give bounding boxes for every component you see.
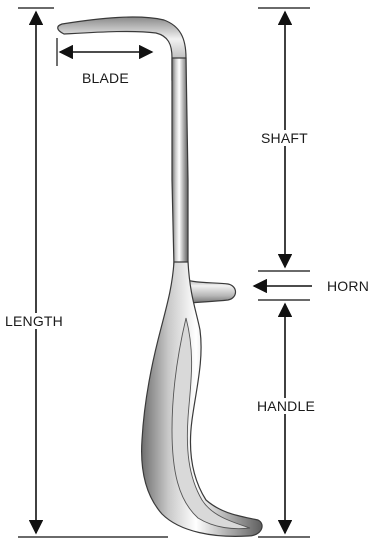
shaft-label: SHAFT: [259, 130, 310, 146]
handle-groove: [172, 318, 250, 529]
length-label: LENGTH: [4, 313, 64, 329]
shaft-shape: [172, 58, 188, 268]
blade-label: BLADE: [82, 70, 129, 86]
handle-shape: [142, 262, 262, 536]
retractor-instrument: [58, 17, 262, 536]
horn-label: HORN: [327, 278, 369, 294]
handle-label: HANDLE: [255, 398, 317, 414]
